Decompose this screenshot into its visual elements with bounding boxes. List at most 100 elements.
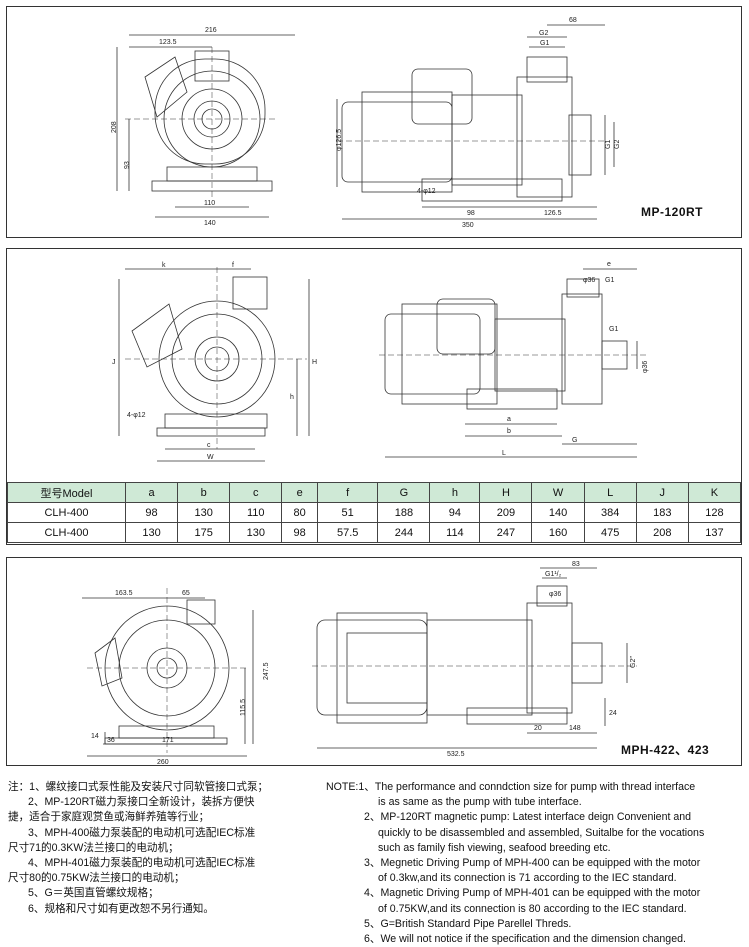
table-cell: 384 <box>583 502 637 523</box>
table-cell: 208 <box>635 522 689 543</box>
table-row: CLH-400 130 175 130 98 57.5 244 114 247 … <box>7 522 742 543</box>
model-label-mp120rt: MP-120RT <box>641 205 704 219</box>
notes-english: NOTE:1、The performance and conndction si… <box>326 780 746 947</box>
dim-98: 98 <box>467 210 475 217</box>
notes-chinese: 注：1、螺纹接口式泵性能及安装尺寸同软管接口式泵； 2、MP-120RT磁力泵接… <box>8 780 323 917</box>
dim-j: J <box>112 359 116 366</box>
table-header-cell: f <box>316 482 379 503</box>
dim-163-5: 163.5 <box>115 590 133 597</box>
dim-g1-half: G1¹/₂ <box>545 571 562 578</box>
dim-20: 20 <box>534 725 542 732</box>
dim-350: 350 <box>462 222 474 229</box>
dim-110: 110 <box>204 200 215 207</box>
note-line: 6、规格和尺寸如有更改恕不另行通知。 <box>28 902 214 915</box>
table-header-cell: J <box>635 482 689 503</box>
dim-260: 260 <box>157 759 169 766</box>
front-view <box>116 34 295 218</box>
dim-140: 140 <box>204 220 216 227</box>
dim-phi36-top: φ36 <box>583 277 595 284</box>
dim-g1-side: G1 <box>605 140 612 149</box>
dim-k: k <box>162 262 166 269</box>
table-cell: 140 <box>531 502 585 523</box>
note-line: 注：1、螺纹接口式泵性能及安装尺寸同软管接口式泵； <box>8 781 269 793</box>
note-line: 捷，适合于家庭观赏鱼或海鲜养殖等行业； <box>8 811 210 824</box>
dim-g1-top: G1 <box>605 277 614 284</box>
table-cell: 175 <box>177 522 231 543</box>
dim-g1: G1 <box>540 40 549 47</box>
table-cell: 244 <box>377 522 431 543</box>
dim-w: W <box>207 454 214 461</box>
dim-e: e <box>607 261 611 268</box>
table-header-cell: e <box>281 482 318 503</box>
front-view <box>82 588 254 757</box>
dim-148: 148 <box>569 725 581 732</box>
dim-24: 24 <box>609 710 617 717</box>
table-header-cell: H <box>479 482 533 503</box>
table-cell: CLH-400 <box>7 502 126 523</box>
dim-208: 208 <box>111 121 118 133</box>
table-cell: 160 <box>531 522 585 543</box>
dim-g2-side: G2 <box>614 140 621 149</box>
table-header-cell: b <box>177 482 231 503</box>
dim-126-5: 126.5 <box>544 210 562 217</box>
front-view <box>118 267 310 462</box>
table-header-cell: 型号Model <box>7 482 126 503</box>
dim-dia-126-5: φ126.5 <box>336 129 343 151</box>
table-cell: 209 <box>479 502 533 523</box>
table-row: CLH-400 98 130 110 80 51 188 94 209 140 … <box>7 502 742 523</box>
note-line: such as family fish viewing, seafood bre… <box>378 841 611 854</box>
dim-68: 68 <box>569 17 577 24</box>
dim-holes: 4-φ12 <box>417 188 436 195</box>
model-label-mph422: MPH-422、423 <box>621 743 710 757</box>
mph422-drawing: 163.5 65 247.5 115.5 14 36 171 260 83 G1… <box>82 561 637 766</box>
table-cell: 110 <box>229 502 283 523</box>
table-cell: 475 <box>583 522 637 543</box>
table-header-cell: h <box>429 482 481 503</box>
table-cell: 80 <box>281 502 318 523</box>
dim-g1-mid: G1 <box>609 326 618 333</box>
dimension-table: 型号Model a b c e f G h H W L J K CLH-400 … <box>7 482 742 543</box>
note-line: 5、G=British Standard Pipe Parellel Thred… <box>364 917 572 930</box>
note-line: 6、We will not notice if the specificatio… <box>364 933 686 946</box>
note-line: 3、Megnetic Driving Pump of MPH-400 can b… <box>364 857 701 870</box>
note-line: 2、MP-120RT磁力泵接口全新设计，装拆方便快 <box>28 796 255 809</box>
clh400-drawing: k f J H h 4-φ12 c W e φ36 G1 G1 φ36 <box>112 261 649 462</box>
dim-phi36: φ36 <box>549 591 561 598</box>
dim-f: f <box>232 262 234 269</box>
dim-g: G <box>572 437 577 444</box>
table-cell: 51 <box>316 502 379 523</box>
dim-65: 65 <box>182 590 190 597</box>
dim-g2-inch: G2″ <box>630 656 637 668</box>
dim-171: 171 <box>162 737 174 744</box>
table-cell: 128 <box>687 502 742 523</box>
dim-36: 36 <box>107 737 115 744</box>
dim-216: 216 <box>205 27 217 34</box>
dim-123-5: 123.5 <box>159 39 177 46</box>
note-line: 4、Magnetic Driving Pump of MPH-401 can b… <box>364 887 701 900</box>
table-cell: CLH-400 <box>7 522 126 543</box>
drawing-panel-mp120rt: 216 123.5 208 93 110 140 68 G2 <box>6 6 742 238</box>
note-line: is as same as the pump with tube interfa… <box>378 796 582 809</box>
table-cell: 130 <box>177 502 231 523</box>
table-cell: 98 <box>281 522 318 543</box>
table-header-cell: K <box>687 482 742 503</box>
dim-c: c <box>207 442 211 449</box>
table-cell: 183 <box>635 502 689 523</box>
mp120rt-drawing: 216 123.5 208 93 110 140 68 G2 <box>111 17 621 229</box>
note-line: quickly to be disassembled and assembled… <box>378 826 705 839</box>
note-line: of 0.3kw,and its connection is 71 accord… <box>378 872 677 885</box>
dim-a: a <box>507 416 511 423</box>
note-line: of 0.75KW,and its connection is 80 accor… <box>378 902 687 915</box>
table-cell: 247 <box>479 522 533 543</box>
dim-holes-clh: 4-φ12 <box>127 412 146 419</box>
dim-14: 14 <box>91 733 99 740</box>
dim-83: 83 <box>572 561 580 568</box>
note-line: 5、G＝英国直管螺纹规格； <box>28 887 159 900</box>
side-view <box>379 268 647 458</box>
table-cell: 94 <box>429 502 481 523</box>
table-cell: 137 <box>687 522 742 543</box>
dim-115-5: 115.5 <box>240 699 247 716</box>
table-header-cell: L <box>583 482 637 503</box>
table-cell: 57.5 <box>316 522 379 543</box>
dim-h-big: H <box>312 359 317 366</box>
